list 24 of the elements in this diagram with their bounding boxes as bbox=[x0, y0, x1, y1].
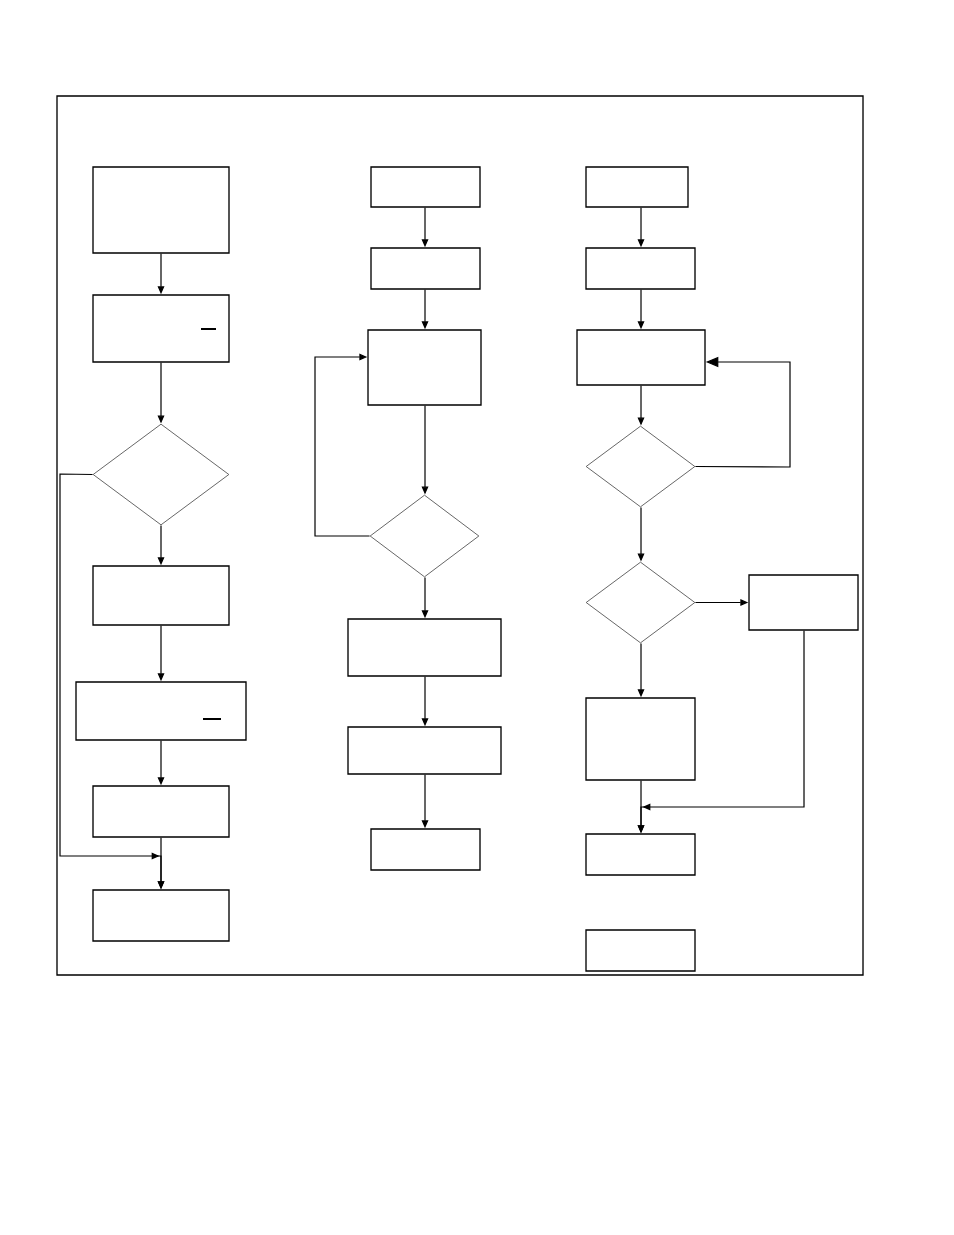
process-box bbox=[585, 697, 696, 781]
decision-diamond bbox=[585, 561, 696, 644]
process-box bbox=[585, 247, 696, 290]
process-box bbox=[748, 574, 859, 631]
decision-diamond bbox=[92, 423, 230, 526]
decision-diamond bbox=[585, 425, 696, 508]
arrow bbox=[314, 353, 371, 537]
process-box bbox=[370, 828, 481, 871]
process-box bbox=[347, 726, 502, 775]
process-box bbox=[347, 618, 502, 677]
process-box bbox=[92, 294, 230, 363]
process-box bbox=[585, 833, 696, 876]
process-box bbox=[75, 681, 247, 741]
process-box bbox=[367, 329, 482, 406]
process-box bbox=[576, 329, 706, 386]
process-box bbox=[92, 565, 230, 626]
process-box bbox=[585, 166, 689, 208]
process-box bbox=[370, 247, 481, 290]
process-box bbox=[92, 785, 230, 838]
decision-diamond bbox=[369, 494, 480, 578]
process-box bbox=[92, 166, 230, 254]
process-box bbox=[92, 889, 230, 942]
process-box bbox=[585, 929, 696, 972]
process-box bbox=[370, 166, 481, 208]
